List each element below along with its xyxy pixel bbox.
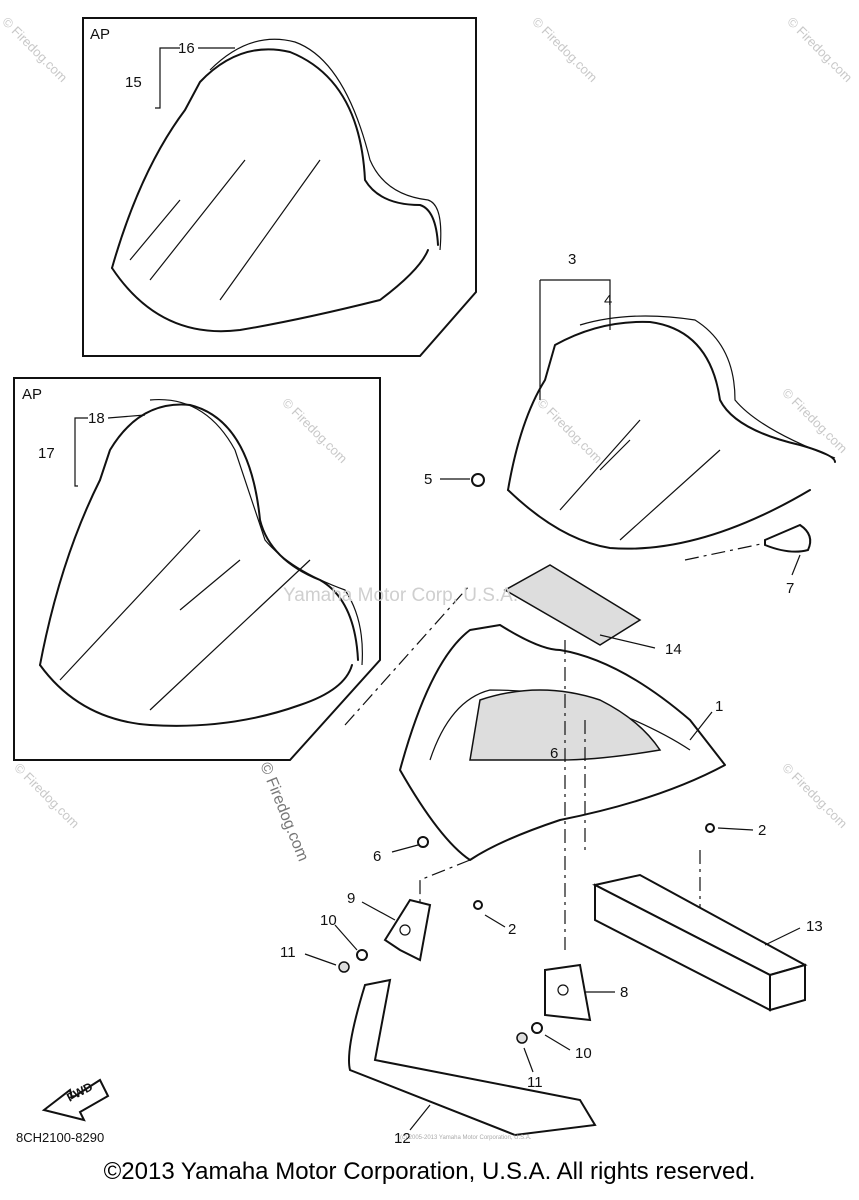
callout-1: 1: [715, 698, 724, 715]
callout-leaders: [74, 47, 801, 1131]
inset-tag-top: AP: [90, 26, 111, 43]
callout-2-center: 2: [508, 921, 517, 938]
callout-16: 16: [178, 40, 195, 57]
callout-14: 14: [665, 641, 682, 658]
bar-13: [592, 873, 808, 1012]
callout-2-right: 2: [758, 822, 767, 839]
grab-handle-12: [348, 978, 597, 1137]
assembly-guide-lines: [344, 539, 781, 950]
callout-12: 12: [394, 1130, 411, 1147]
callout-4: 4: [604, 292, 613, 309]
callout-8: 8: [620, 984, 629, 1001]
watermark-center: Yamaha Motor Corp, U.S.A.: [283, 585, 519, 606]
callout-18: 18: [88, 410, 105, 427]
tiny-copyright-notice: (c) 2005-2013 Yamaha Motor Corporation, …: [400, 1135, 532, 1141]
callout-7: 7: [786, 580, 795, 597]
callout-10-right: 10: [575, 1045, 592, 1062]
fwd-arrow-icon: [41, 1078, 110, 1122]
callout-3: 3: [568, 251, 577, 268]
bracket-8: [544, 963, 592, 1022]
inset-tag-bottom: AP: [22, 386, 43, 403]
callout-15: 15: [125, 74, 142, 91]
callout-9: 9: [347, 890, 356, 907]
callout-11-right: 11: [527, 1074, 543, 1091]
diagram-code: 8CH2100-8290: [16, 1130, 105, 1145]
callout-6-left: 6: [373, 848, 382, 865]
callout-13: 13: [806, 918, 823, 935]
inset-box-bottom: [13, 377, 381, 761]
copyright-footer: ©2013 Yamaha Motor Corporation, U.S.A. A…: [103, 1158, 756, 1185]
windshield-assembly: [507, 279, 836, 550]
callout-6-upper: 6: [550, 745, 559, 762]
inset-box-top: [82, 17, 477, 357]
bracket-9: [383, 898, 432, 962]
callout-17: 17: [38, 445, 55, 462]
callout-11-left: 11: [280, 944, 296, 961]
fasteners: [338, 473, 812, 1044]
callout-5: 5: [424, 471, 433, 488]
callout-10-left: 10: [320, 912, 337, 929]
